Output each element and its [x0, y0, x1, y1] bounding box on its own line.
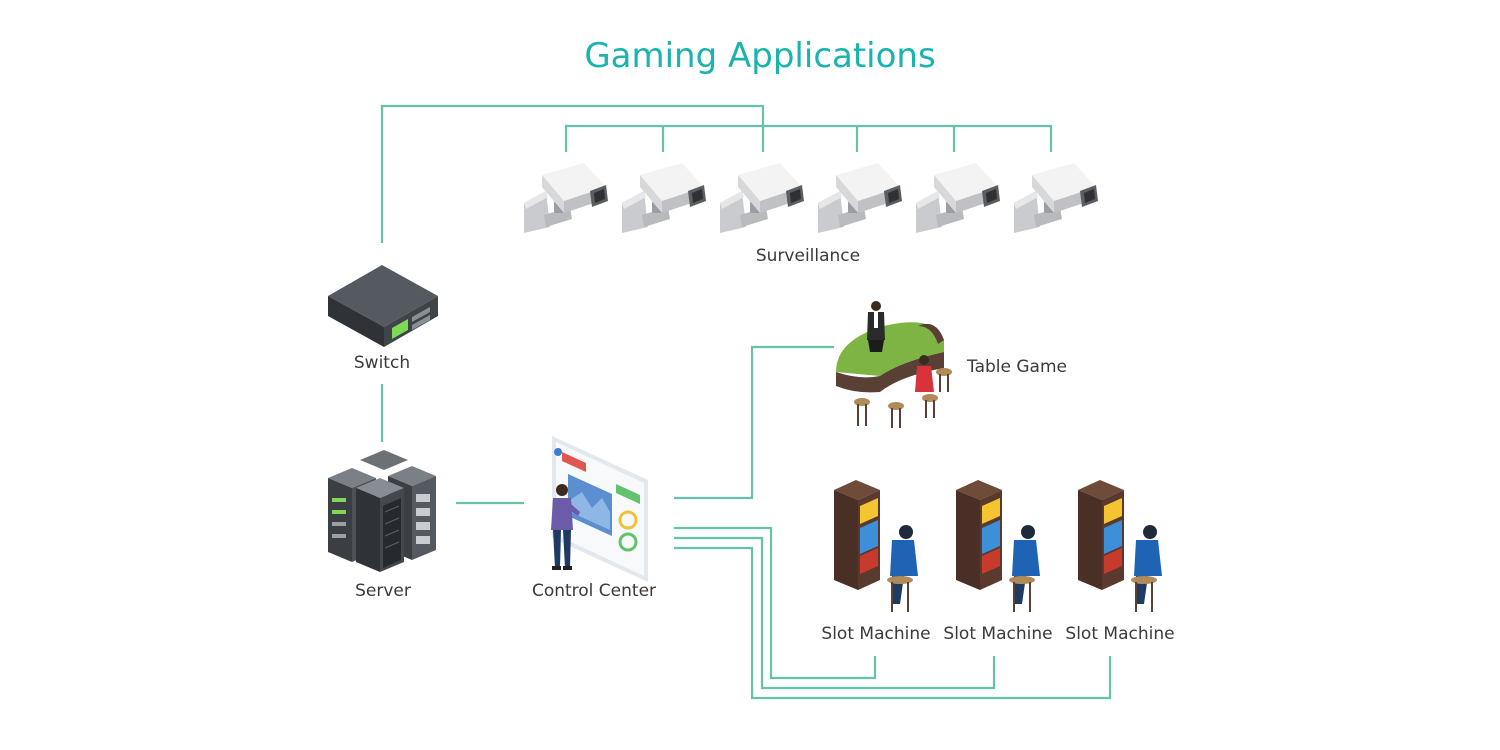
control-center-label: Control Center — [532, 581, 656, 601]
slot-machine-icon — [834, 480, 918, 612]
surveillance-camera-icon — [622, 163, 706, 233]
surveillance-camera-icon — [720, 163, 804, 233]
slot-machine-icon — [956, 480, 1040, 612]
surveillance-camera-icon — [916, 163, 1000, 233]
control-to-table-line — [674, 345, 834, 500]
surveillance-cameras — [524, 163, 1098, 233]
camera-bus-line — [564, 124, 1053, 152]
switch-label: Switch — [354, 353, 410, 373]
slot-machine-3-label: Slot Machine — [1065, 624, 1174, 644]
slot-machine-2-label: Slot Machine — [943, 624, 1052, 644]
control-center-icon — [551, 436, 648, 582]
surveillance-camera-icon — [1014, 163, 1098, 233]
switch-to-cameras-line — [380, 104, 765, 243]
control-to-slot-2-line — [674, 536, 996, 690]
diagram-title: Gaming Applications — [584, 36, 935, 76]
server-label: Server — [355, 581, 411, 601]
control-to-slot-3-line — [674, 546, 1112, 700]
table-game-label: Table Game — [966, 357, 1067, 377]
surveillance-camera-icon — [524, 163, 608, 233]
slot-machine-2 — [956, 480, 1040, 612]
slot-machine-1-label: Slot Machine — [821, 624, 930, 644]
slot-machine-1 — [834, 480, 918, 612]
slot-machine-3 — [1078, 480, 1162, 612]
server-rack-icon — [328, 450, 436, 572]
connector-lines — [380, 104, 1112, 700]
surveillance-label: Surveillance — [756, 246, 860, 266]
table-game-icon — [836, 301, 952, 428]
network-switch-icon — [328, 265, 438, 347]
control-to-slot-1-line — [674, 526, 877, 680]
slot-machine-icon — [1078, 480, 1162, 612]
surveillance-camera-icon — [818, 163, 902, 233]
